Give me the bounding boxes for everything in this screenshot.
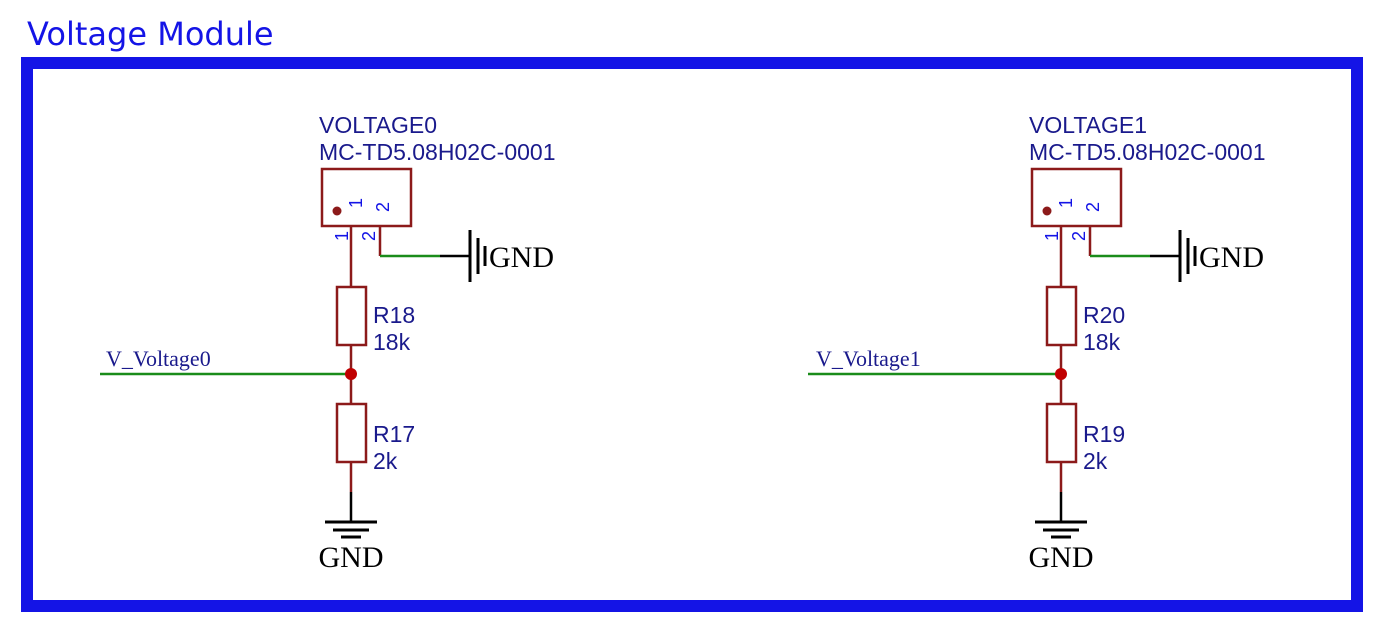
resistor-top[interactable]: R20 18k xyxy=(1045,285,1125,355)
pin1-outer-label: 1 xyxy=(1042,231,1062,241)
pin1-marker xyxy=(1042,206,1052,216)
resistor-top-value: 18k xyxy=(1083,329,1121,355)
resistor-bottom-value: 2k xyxy=(1083,448,1108,474)
resistor-bottom-designator: R17 xyxy=(373,421,415,447)
junction-dot xyxy=(345,368,357,380)
ground-symbol-bottom[interactable]: GND xyxy=(1029,520,1094,574)
pin2-inner-label: 2 xyxy=(373,202,393,212)
pin2-outer-label: 2 xyxy=(1069,231,1089,241)
connector-voltage1[interactable]: VOLTAGE1 MC-TD5.08H02C-0001 1 2 1 2 xyxy=(1029,112,1265,241)
connector-part-number: MC-TD5.08H02C-0001 xyxy=(1029,139,1265,165)
connector-designator: VOLTAGE0 xyxy=(319,112,437,138)
sheet-frame xyxy=(21,57,1363,612)
resistor-top-designator: R18 xyxy=(373,302,415,328)
gnd-label-bottom: GND xyxy=(319,541,384,574)
pin2-inner-label: 2 xyxy=(1083,202,1103,212)
pin1-marker xyxy=(332,206,342,216)
ground-symbol-right[interactable]: GND xyxy=(1178,230,1264,282)
resistor-top-value: 18k xyxy=(373,329,411,355)
resistor-bottom-designator: R19 xyxy=(1083,421,1125,447)
circuit-voltage0: VOLTAGE0 MC-TD5.08H02C-0001 1 2 1 2 GND … xyxy=(100,112,555,574)
gnd-label-right: GND xyxy=(489,241,554,274)
resistor-bottom[interactable]: R17 2k xyxy=(335,402,415,474)
sheet-title: Voltage Module xyxy=(27,15,274,53)
resistor-bottom[interactable]: R19 2k xyxy=(1045,402,1125,474)
gnd-label-bottom: GND xyxy=(1029,541,1094,574)
connector-part-number: MC-TD5.08H02C-0001 xyxy=(319,139,555,165)
pin1-inner-label: 1 xyxy=(1056,198,1076,208)
pin1-inner-label: 1 xyxy=(346,198,366,208)
circuit-voltage1: VOLTAGE1 MC-TD5.08H02C-0001 1 2 1 2 GND … xyxy=(808,112,1265,574)
connector-voltage0[interactable]: VOLTAGE0 MC-TD5.08H02C-0001 1 2 1 2 xyxy=(319,112,555,241)
ground-symbol-right[interactable]: GND xyxy=(468,230,554,282)
net-label[interactable]: V_Voltage1 xyxy=(816,346,921,371)
connector-body xyxy=(1030,167,1123,228)
pin1-outer-label: 1 xyxy=(332,231,352,241)
gnd-label-right: GND xyxy=(1199,241,1264,274)
junction-dot xyxy=(1055,368,1067,380)
pin2-outer-label: 2 xyxy=(359,231,379,241)
ground-symbol-bottom[interactable]: GND xyxy=(319,520,384,574)
resistor-top[interactable]: R18 18k xyxy=(335,285,415,355)
net-label[interactable]: V_Voltage0 xyxy=(106,346,211,371)
connector-body xyxy=(320,167,413,228)
resistor-top-designator: R20 xyxy=(1083,302,1125,328)
resistor-bottom-value: 2k xyxy=(373,448,398,474)
connector-designator: VOLTAGE1 xyxy=(1029,112,1147,138)
